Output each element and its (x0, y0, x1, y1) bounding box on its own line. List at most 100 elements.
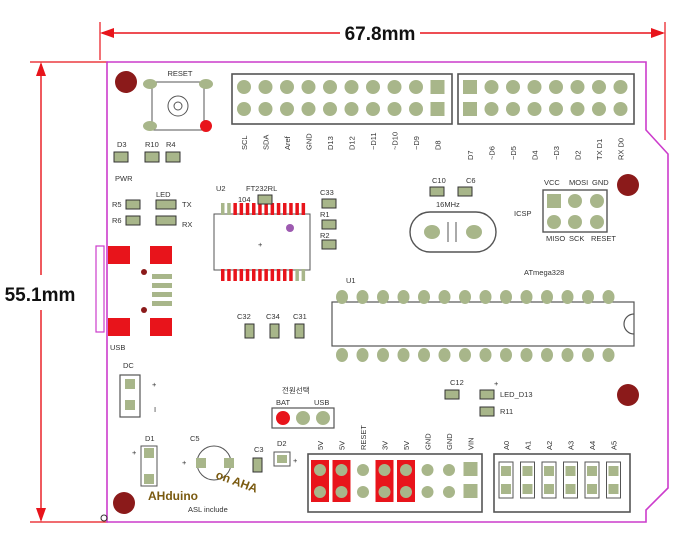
header-pin-label: ~D3 (552, 146, 561, 160)
ft232rl-center: + (258, 240, 263, 249)
power-select-jumper (271, 407, 335, 429)
r2-label: R2 (320, 231, 330, 240)
chip-pin (221, 269, 225, 281)
dc-one: I (154, 405, 156, 414)
chip-pin (221, 203, 225, 215)
chip-pin (276, 269, 281, 281)
header-pad (387, 102, 402, 116)
d2-plus: + (293, 456, 298, 465)
header-pad (366, 80, 380, 94)
header-pin-label: D13 (326, 136, 335, 150)
header-pin-label: SCL (240, 135, 249, 150)
icsp-miso: MISO (546, 234, 565, 243)
height-dimension: 55.1mm (5, 61, 108, 523)
chip-pin (582, 348, 594, 362)
c31-label: C31 (293, 312, 307, 321)
header-top-right (457, 73, 635, 125)
header-pad (592, 102, 606, 116)
header-pad (387, 80, 402, 94)
width-label: 67.8mm (345, 24, 416, 45)
header-pin-label: D7 (466, 150, 475, 160)
chip-pin (233, 269, 237, 281)
header-pin-label: D8 (434, 140, 443, 150)
header-pad (613, 102, 628, 116)
header-pad (570, 102, 585, 116)
header-pad (344, 80, 359, 94)
chip-pin (418, 348, 430, 362)
header-pin-label: ~D11 (369, 132, 378, 150)
chip-pin (541, 290, 553, 304)
chip-pin (377, 290, 389, 304)
header-pad (506, 102, 520, 116)
header-pin-label: Aref (283, 135, 292, 150)
header-pin-label: GND (424, 433, 433, 450)
chip-pin (264, 269, 268, 281)
r10-pad (144, 151, 160, 163)
chip-pin (377, 348, 389, 362)
led-d13-label: LED_D13 (500, 390, 533, 399)
chip-pin (245, 269, 250, 281)
chip-pin (602, 290, 615, 304)
c34-label: C34 (266, 312, 280, 321)
usb-label: USB (110, 343, 125, 352)
header-pin-label: D4 (531, 150, 540, 160)
r6-label: R6 (112, 216, 122, 225)
chip-pin (356, 290, 369, 304)
c5-plus: + (182, 458, 187, 467)
c33-label: C33 (320, 188, 334, 197)
c10-label: C10 (432, 176, 446, 185)
header-pin-label: D12 (348, 136, 357, 150)
icsp-gnd: GND (592, 178, 609, 187)
chip-pin (438, 290, 451, 304)
header-pad (323, 80, 337, 94)
header-pad (237, 102, 251, 116)
brand-label: AHduino (148, 489, 198, 503)
origin-marker (100, 514, 108, 522)
board-outline (106, 61, 669, 523)
chip-pin (289, 269, 293, 281)
icsp-header (542, 189, 608, 233)
header-bottom-power (307, 453, 483, 513)
c6-label: C6 (466, 176, 476, 185)
header-top-left (231, 73, 453, 125)
header-pin-label: A5 (610, 441, 619, 450)
usb-sel-label: USB (314, 398, 329, 407)
reset-button-label: RESET (167, 69, 192, 78)
c104-label: 104 (238, 195, 251, 204)
tx-label: TX (182, 200, 192, 209)
chip-pin (479, 348, 492, 362)
header-pin-label: 5V (338, 441, 347, 450)
chip-pin (252, 269, 256, 281)
header-pin-label: RESET (359, 425, 368, 450)
chip-pin (602, 348, 615, 362)
header-pad (613, 80, 628, 94)
icsp-reset: RESET (591, 234, 616, 243)
chip-pin (289, 203, 293, 215)
mhz-label: 16MHz (436, 200, 460, 209)
usb-connector: USB (95, 245, 172, 352)
r10-label: R10 (145, 140, 159, 149)
led-plus: + (494, 379, 499, 388)
header-pin-label: SDA (262, 135, 271, 150)
header-pin-label: ~D10 (391, 132, 400, 150)
header-pad (484, 102, 499, 116)
header-pad (463, 102, 477, 116)
header-pad (527, 80, 542, 94)
header-pad (258, 80, 273, 94)
u2-label: U2 (216, 184, 226, 193)
header-pad (463, 80, 477, 94)
chip-pin (418, 290, 430, 304)
header-pad (409, 102, 423, 116)
u1-label: U1 (346, 276, 356, 285)
d3-pad (113, 151, 129, 163)
header-pad (549, 80, 563, 94)
mounting-hole-r2 (617, 384, 639, 406)
header-pin-label: ~D9 (412, 136, 421, 150)
dc-label: DC (123, 361, 134, 370)
header-pad (366, 102, 380, 116)
mounting-hole-tl (115, 71, 137, 93)
chip-pin (276, 203, 281, 215)
header-pin-label: RX D0 (617, 138, 626, 160)
